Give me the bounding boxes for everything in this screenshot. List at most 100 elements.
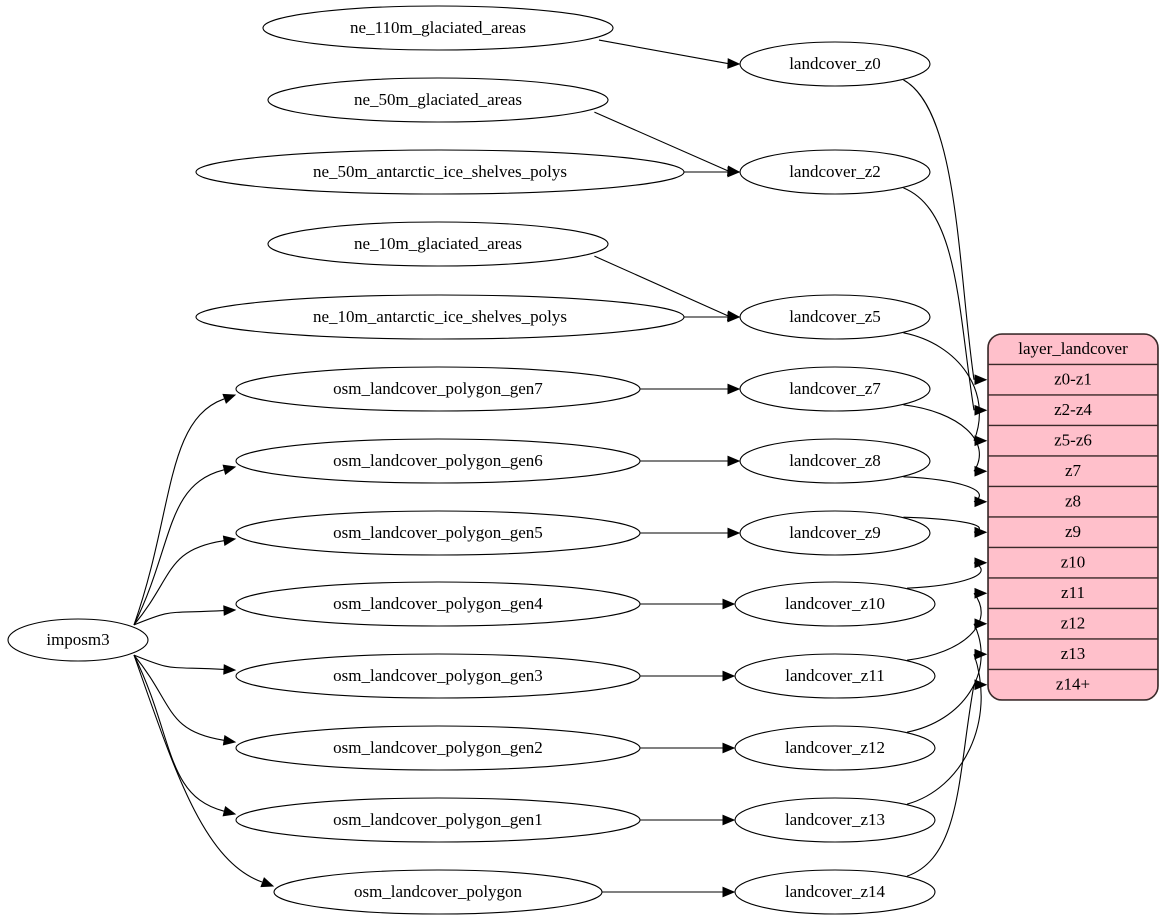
node-label: ne_10m_antarctic_ice_shelves_polys [313,307,567,326]
node-shape-mid [734,725,936,771]
edge-arrowhead [974,618,988,630]
edge-arrowhead [722,742,736,754]
edge-landcover_z11-to-layer_landcover-z11 [906,592,982,661]
node-label: ne_50m_glaciated_areas [354,90,522,109]
edge-landcover_z12-to-layer_landcover-z12 [906,623,982,733]
edge-arrowhead [974,465,988,477]
node-landcover_z12[interactable]: landcover_z12 [734,725,936,771]
edge-landcover_z14-to-layer_landcover-z14- [906,684,975,877]
node-imposm3[interactable]: imposm3 [7,618,149,662]
table-row-cell[interactable] [988,516,1158,549]
edge-arrowhead [722,814,736,826]
node-shape-input [235,797,641,843]
table-row-cell[interactable] [988,485,1158,518]
node-shape-input [195,294,685,340]
edge-landcover_z13-to-layer_landcover-z13 [906,654,982,805]
table-row-label: z0-z1 [1054,370,1092,389]
edge-landcover_z10-to-layer_landcover-z10 [906,562,982,589]
node-shape-input [267,77,609,123]
node-shape-input [235,366,641,412]
node-ne_110m_glaciated_areas[interactable]: ne_110m_glaciated_areas [262,5,614,51]
edge-arrowhead [974,374,988,386]
node-label: osm_landcover_polygon_gen2 [333,738,543,757]
node-label: landcover_z8 [789,451,881,470]
node-shape-mid [739,294,931,340]
node-landcover_z2[interactable]: landcover_z2 [739,149,931,195]
node-shape-mid [739,366,931,412]
node-label: landcover_z12 [785,738,885,757]
node-ne_50m_glaciated_areas[interactable]: ne_50m_glaciated_areas [267,77,609,123]
edge-arrowhead [260,877,275,888]
node-landcover_z14[interactable]: landcover_z14 [734,869,936,915]
node-osm_landcover_polygon_gen1[interactable]: osm_landcover_polygon_gen1 [235,797,641,843]
table-row-cell[interactable] [988,607,1158,640]
table-row-cell[interactable] [988,546,1158,579]
node-shape-mid [734,653,936,699]
edge-arrowhead [727,58,741,69]
node-label: landcover_z14 [785,882,886,901]
node-shape-mid [734,869,936,915]
edge-arrowhead [974,557,988,569]
edge-landcover_z2-to-layer_landcover-z2-z4 [903,187,975,411]
node-label: landcover_z5 [789,307,881,326]
table-row-label: z12 [1061,614,1086,633]
node-label: landcover_z7 [789,379,881,398]
edge-arrowhead [722,670,736,682]
node-shape-input [262,5,614,51]
node-shape-input [195,149,685,195]
edge-ne_50m_glaciated_areas-to-landcover_z2 [594,111,729,172]
table-row-cell[interactable] [988,668,1158,701]
edge-arrowhead [727,166,741,178]
node-osm_landcover_polygon_gen7[interactable]: osm_landcover_polygon_gen7 [235,366,641,412]
node-shape-mid [734,797,936,843]
node-label: landcover_z11 [785,666,884,685]
node-landcover_z8[interactable]: landcover_z8 [739,438,931,484]
node-shape-mid [739,438,931,484]
edge-arrowhead [222,535,237,547]
node-landcover_z5[interactable]: landcover_z5 [739,294,931,340]
node-label: landcover_z10 [785,594,885,613]
edge-arrowhead [974,435,988,447]
edges-layer [133,39,988,898]
node-landcover_z9[interactable]: landcover_z9 [739,510,931,556]
edge-landcover_z0-to-layer_landcover-z0-z1 [903,79,975,380]
node-ne_50m_antarctic_ice_shelves_polys[interactable]: ne_50m_antarctic_ice_shelves_polys [195,149,685,195]
node-ne_10m_antarctic_ice_shelves_polys[interactable]: ne_10m_antarctic_ice_shelves_polys [195,294,685,340]
node-osm_landcover_polygon_gen5[interactable]: osm_landcover_polygon_gen5 [235,510,641,556]
table-row-cell[interactable] [988,424,1158,457]
table-row-label: z13 [1061,644,1086,663]
node-shape-input [235,438,641,484]
table-row-label: z10 [1061,553,1086,572]
node-shape-mid [734,581,936,627]
table-row-label: z2-z4 [1054,400,1092,419]
node-osm_landcover_polygon_gen4[interactable]: osm_landcover_polygon_gen4 [235,581,641,627]
edge-arrowhead [222,805,237,817]
node-landcover_z11[interactable]: landcover_z11 [734,653,936,699]
nodes-layer: imposm3 ne_110m_glaciated_areas ne_50m_gla… [7,5,936,915]
node-osm_landcover_polygon[interactable]: osm_landcover_polygon [273,869,603,915]
node-ne_10m_glaciated_areas[interactable]: ne_10m_glaciated_areas [267,221,609,267]
node-osm_landcover_polygon_gen6[interactable]: osm_landcover_polygon_gen6 [235,438,641,484]
node-label: ne_110m_glaciated_areas [350,18,526,37]
edge-imposm3-to-osm_landcover_polygon_gen6 [133,469,225,626]
node-shape-input [235,725,641,771]
node-landcover_z7[interactable]: landcover_z7 [739,366,931,412]
edge-arrowhead [974,679,988,691]
node-label: ne_50m_antarctic_ice_shelves_polys [313,162,567,181]
edge-imposm3-to-osm_landcover_polygon_gen2 [133,654,225,741]
node-label: landcover_z2 [789,162,881,181]
node-landcover_z10[interactable]: landcover_z10 [734,581,936,627]
node-osm_landcover_polygon_gen2[interactable]: osm_landcover_polygon_gen2 [235,725,641,771]
edge-arrowhead [727,311,741,323]
node-landcover_z13[interactable]: landcover_z13 [734,797,936,843]
table-layer_landcover[interactable]: layer_landcoverz0-z1z2-z4z5-z6z7z8z9z10z… [988,334,1158,700]
node-landcover_z0[interactable]: landcover_z0 [739,41,931,87]
edge-imposm3-to-osm_landcover_polygon_gen3 [133,654,225,670]
edge-arrowhead [727,383,741,395]
edge-arrowhead [727,455,741,467]
node-label: ne_10m_glaciated_areas [354,234,522,253]
edge-landcover_z8-to-layer_landcover-z8 [903,476,980,503]
node-shape-mid [739,149,931,195]
edge-arrowhead [222,734,237,746]
node-osm_landcover_polygon_gen3[interactable]: osm_landcover_polygon_gen3 [235,653,641,699]
